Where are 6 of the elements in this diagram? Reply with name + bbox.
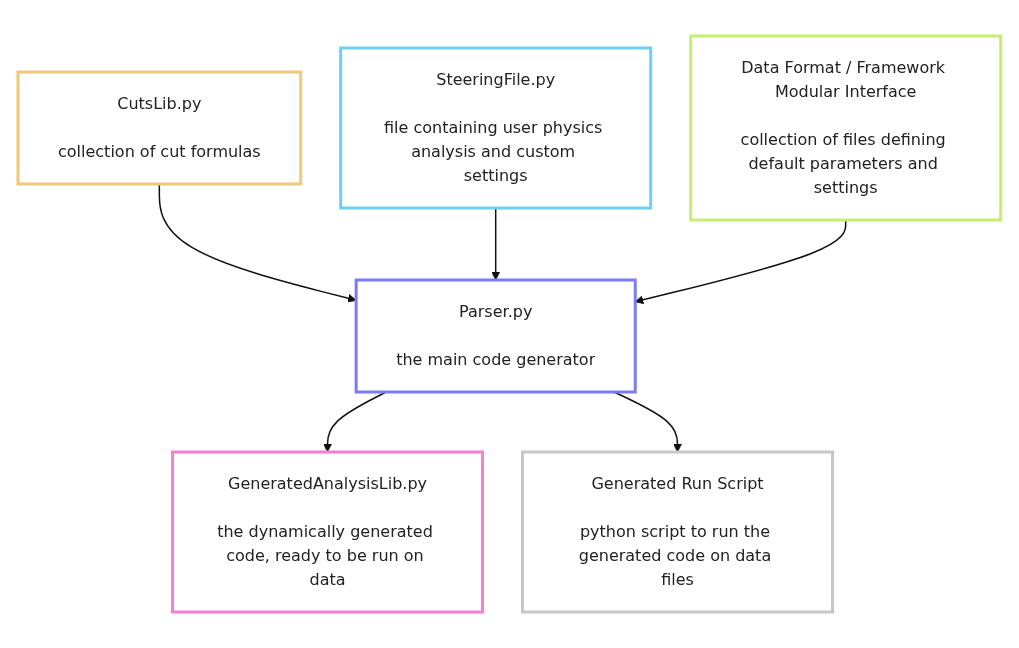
- node-box: Data Format / Framework Modular Interface collection of files defining default parameters and settings: [689, 34, 1003, 222]
- node-box: GeneratedAnalysisLib.py the dynamically generated code, ready to be run on data: [171, 450, 485, 614]
- node-box: SteeringFile.py file containing user physics analysis and custom settings: [339, 46, 653, 210]
- node-box: Parser.py the main code generator: [354, 278, 637, 394]
- node-box: Generated Run Script python script to run the generated code on data files: [521, 450, 835, 614]
- node-box: CutsLib.py collection of cut formulas: [16, 70, 303, 186]
